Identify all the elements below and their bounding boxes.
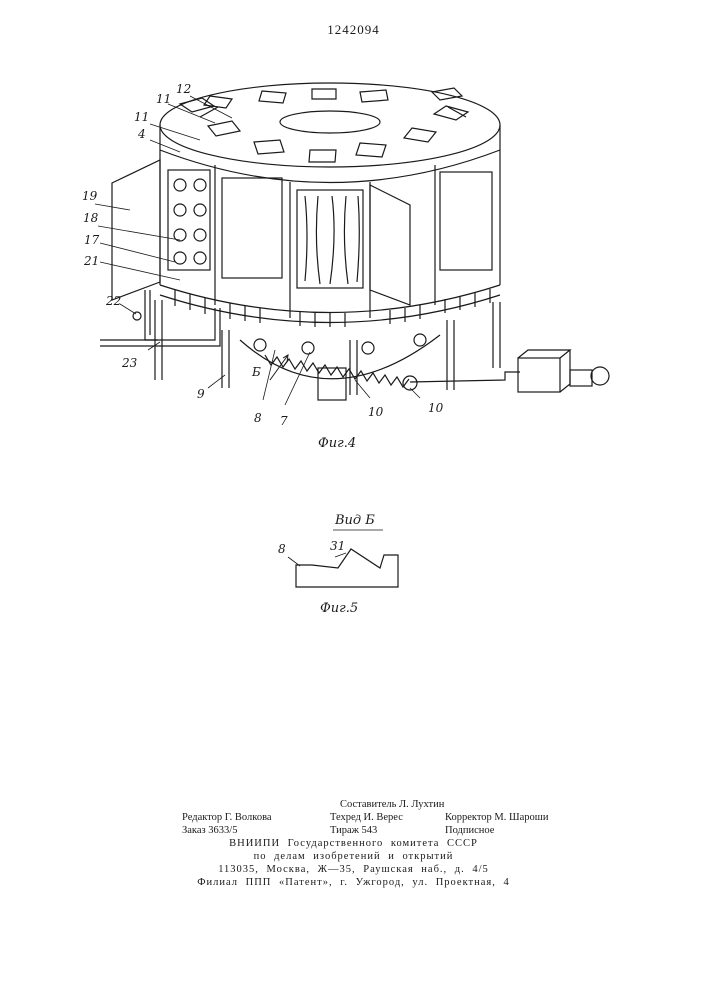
committee-line: по делам изобретений и открытий — [0, 850, 707, 863]
label-11-b: 11 — [134, 110, 149, 124]
label-10-a: 10 — [368, 405, 384, 419]
figure-4-caption: Фиг.4 — [318, 436, 356, 451]
editor: Редактор Г. Волкова — [182, 811, 272, 824]
label-12: 12 — [176, 82, 191, 96]
label-4: 4 — [137, 127, 146, 141]
label-22: 22 — [105, 294, 121, 308]
edition-size: Тираж 543 — [330, 824, 377, 837]
label-fig5-31: 31 — [330, 539, 345, 553]
label-9: 9 — [197, 387, 205, 401]
label-7: 7 — [280, 414, 288, 428]
figure-5-view-label: Вид Б — [334, 513, 375, 528]
label-8: 8 — [254, 411, 262, 425]
label-23: 23 — [121, 356, 138, 370]
corrector: Корректор М. Шароши — [445, 811, 548, 824]
techred: Техред И. Верес — [330, 811, 403, 824]
subscription: Подписное — [445, 824, 494, 837]
institute-line: ВНИИПИ Государственного комитета СССР — [0, 837, 707, 850]
label-19: 19 — [82, 189, 98, 203]
label-17: 17 — [84, 233, 100, 247]
composer: Составитель Л. Лухтин — [340, 798, 444, 811]
label-fig5-8: 8 — [278, 542, 286, 556]
label-21: 21 — [83, 254, 99, 268]
order-number: Заказ 3633/5 — [182, 824, 237, 837]
address-line: 113035, Москва, Ж—35, Раушская наб., д. … — [0, 863, 707, 876]
label-10-b: 10 — [428, 401, 444, 415]
figure-5-caption: Фиг.5 — [320, 601, 358, 616]
label-18: 18 — [83, 211, 99, 225]
branch-line: Филиал ППП «Патент», г. Ужгород, ул. Про… — [0, 876, 707, 889]
label-11-a: 11 — [156, 92, 171, 106]
label-view-b: Б — [251, 365, 261, 379]
